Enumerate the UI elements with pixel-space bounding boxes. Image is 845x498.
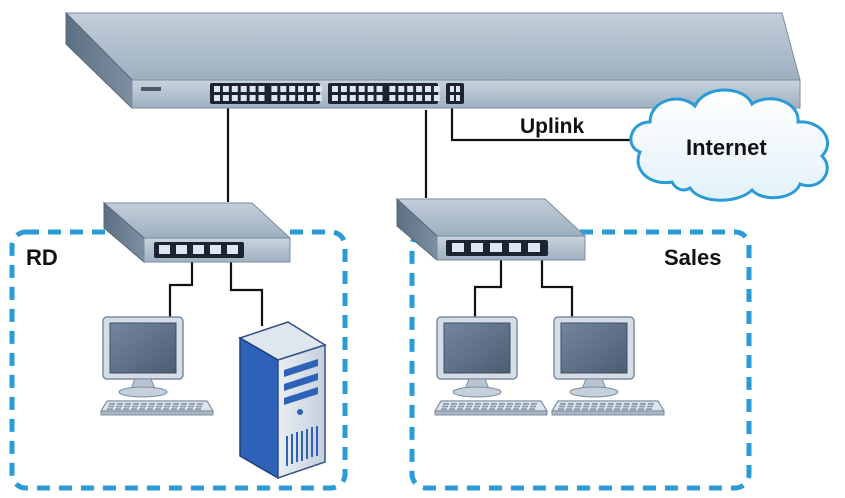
desktop-computer-icon — [99, 316, 215, 416]
server-tower-icon — [238, 321, 327, 480]
workgroup-switch-icon — [102, 201, 292, 264]
rd-group-label: RD — [26, 245, 58, 270]
desktop-computer-icon — [433, 316, 549, 416]
desktop-computer-icon — [550, 316, 666, 416]
uplink-label: Uplink — [520, 115, 584, 138]
workgroup-switch-icon — [395, 197, 587, 262]
cables — [168, 104, 645, 326]
rd-group-box — [9, 229, 348, 491]
internet-cloud-icon — [629, 88, 829, 202]
internet-label: Internet — [686, 135, 767, 160]
sales-group-label: Sales — [664, 245, 722, 270]
core-switch-icon — [64, 11, 801, 110]
